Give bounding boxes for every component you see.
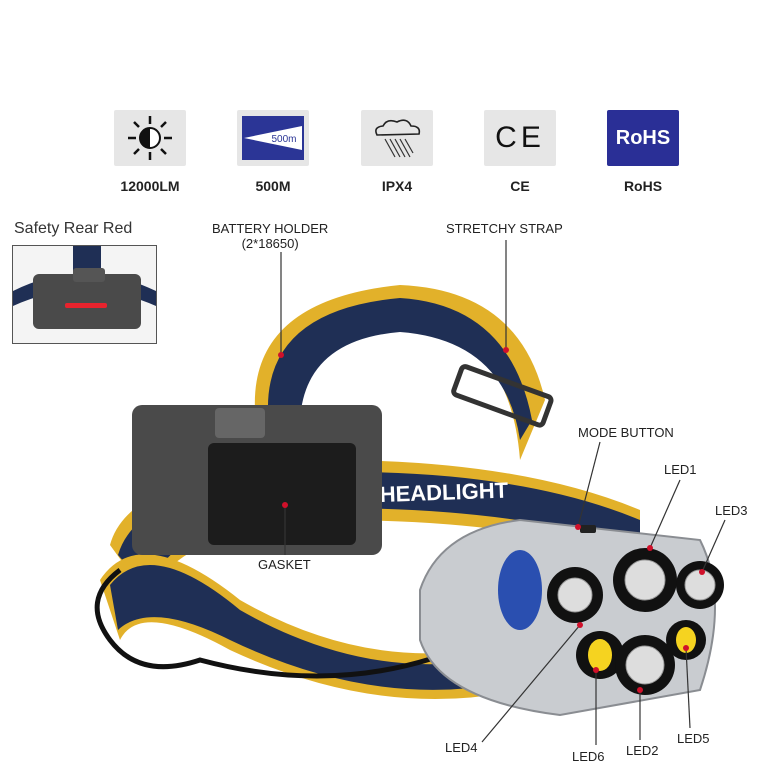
cable: [94, 568, 482, 679]
battery-spec-text: (2*18650): [241, 236, 299, 251]
brightness-icon: [128, 116, 172, 160]
brightness-label: 12000LM: [120, 178, 180, 194]
rohs-badge: RoHS: [607, 110, 679, 166]
callout-lines: [280, 240, 726, 745]
callout-dots: [278, 347, 705, 693]
gasket: [208, 443, 356, 545]
distance-icon-text: 500m: [271, 134, 296, 145]
led4-label: LED4: [445, 740, 478, 755]
led-cluster: [547, 548, 724, 695]
rohs-icon: RoHS: [615, 126, 671, 149]
strap-print: HEADLIGHT: [379, 478, 509, 507]
blue-ring: [498, 550, 542, 630]
rain-cloud-icon: [375, 119, 421, 158]
distance-icon: 500m: [242, 116, 304, 160]
battery-clip: [215, 408, 265, 438]
mode-button[interactable]: [580, 525, 596, 533]
mode-button-label: MODE BUTTON: [578, 425, 674, 440]
rear-light-inset: [12, 245, 157, 344]
stretchy-strap-label: STRETCHY STRAP: [446, 221, 563, 236]
distance-label: 500M: [255, 178, 291, 194]
battery-holder-label: BATTERY HOLDER (2*18650): [212, 221, 328, 251]
distance-badge: 500m: [237, 110, 309, 166]
led6-label: LED6: [572, 749, 605, 764]
ce-badge: CE: [484, 110, 556, 166]
rohs-label: RoHS: [623, 178, 663, 194]
ce-mark-icon: CE: [495, 121, 545, 154]
inset-title: Safety Rear Red: [14, 220, 133, 237]
led2-label: LED2: [626, 743, 659, 758]
strap-top: [267, 298, 532, 440]
rear-light-image: [13, 246, 156, 329]
strap-front: [110, 565, 520, 690]
brightness-badge: [114, 110, 186, 166]
strap-buckle: [451, 364, 554, 428]
waterproof-label: IPX4: [381, 178, 413, 194]
gasket-label: GASKET: [258, 557, 311, 572]
ce-label: CE: [510, 178, 530, 194]
led5-label: LED5: [677, 731, 710, 746]
led1-label: LED1: [664, 462, 697, 477]
waterproof-badge: [361, 110, 433, 166]
led3-label: LED3: [715, 503, 748, 518]
battery-holder-text: BATTERY HOLDER: [212, 221, 329, 236]
